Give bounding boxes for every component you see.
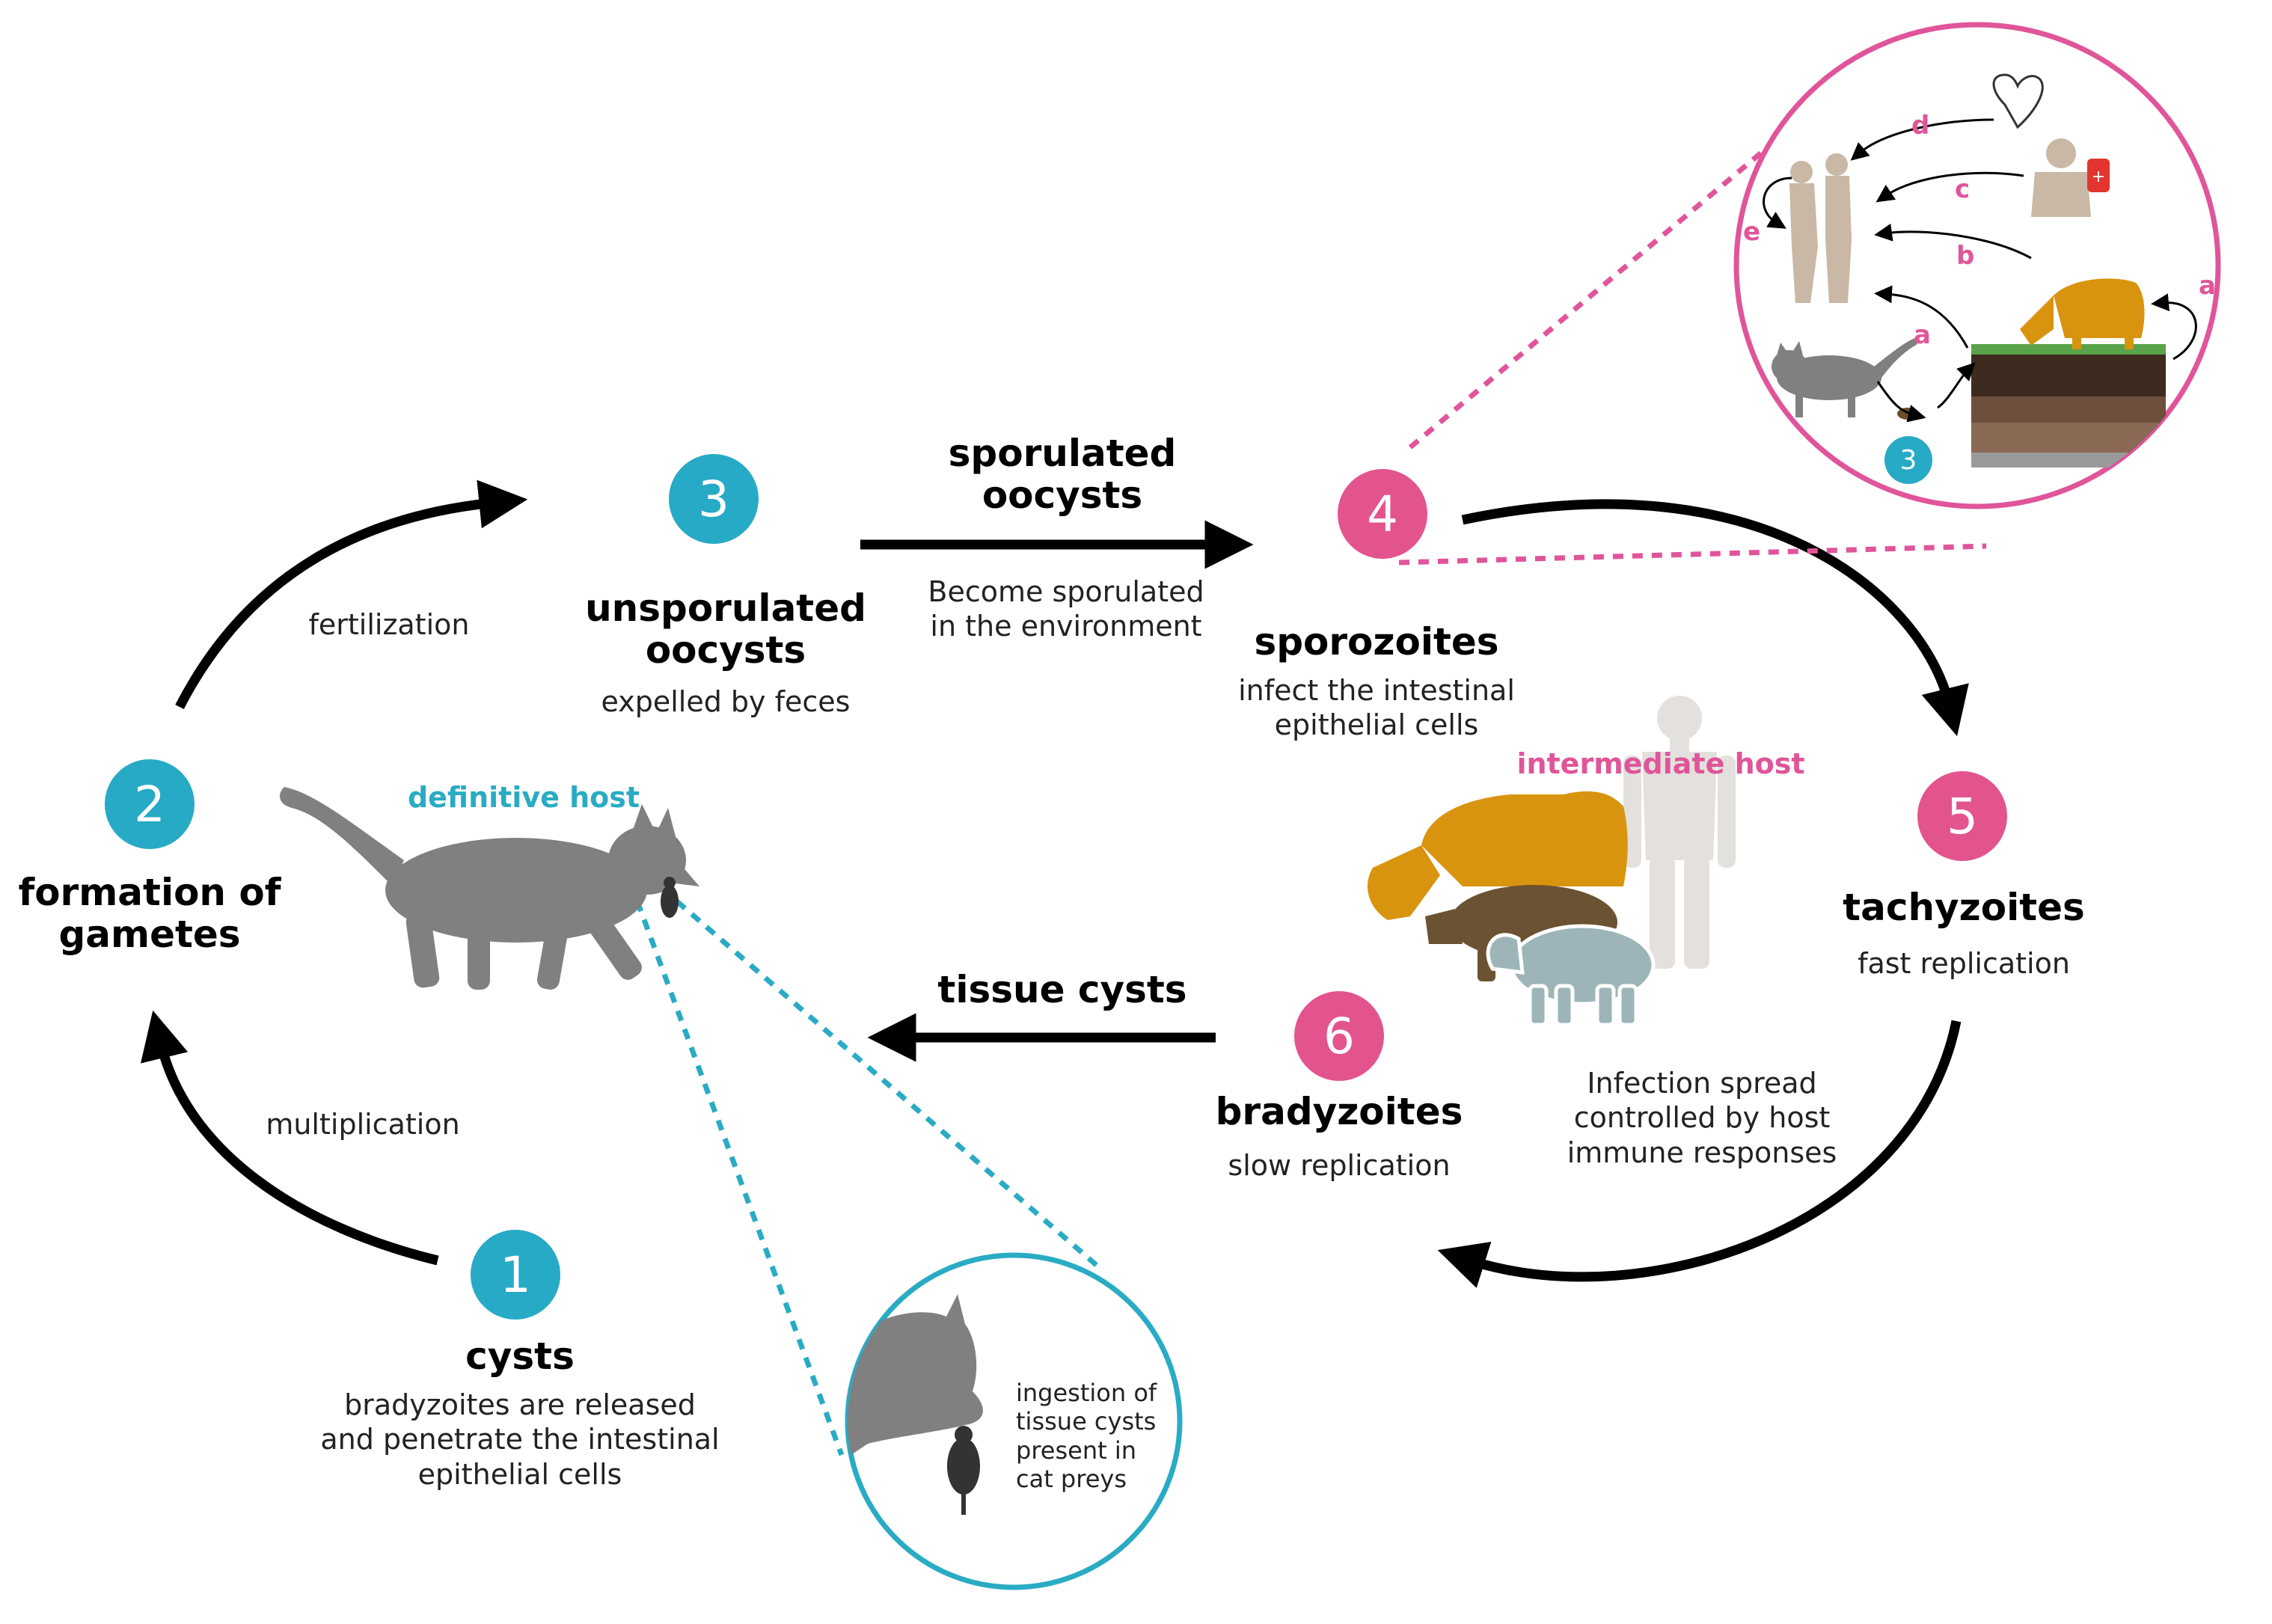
route-letter-a-cat: a [1914, 320, 1931, 350]
stage-4-badge: 4 [1338, 469, 1427, 559]
inset-cat-icon [1772, 338, 1917, 417]
inset-cow-icon [2020, 278, 2145, 349]
transfusion-person-icon: + [2031, 138, 2110, 217]
stage-6-badge: 6 [1294, 991, 1384, 1081]
intermediate-host-label: intermediate host [1516, 747, 1805, 780]
route-letter-d: d [1911, 111, 1930, 141]
grass [1971, 344, 2166, 355]
stage-2-badge: 2 [105, 759, 195, 849]
fertilization-label: fertilization [308, 608, 470, 641]
stage-1-title: cysts [465, 1335, 575, 1378]
prey-mouse-icon [661, 877, 679, 918]
route-letter-c: c [1955, 174, 1971, 204]
tissue-cysts-label: tissue cysts [937, 968, 1187, 1011]
stage-3-description: expelled by feces [601, 685, 851, 718]
stage-3-badge: 3 [669, 454, 759, 544]
sporulated-oocysts-label: sporulated oocysts [948, 432, 1177, 517]
stage-5-badge: 5 [1917, 771, 2007, 861]
route-letter-e: e [1743, 217, 1761, 247]
inset-humans-icon [1789, 153, 1852, 303]
stage-4-title: sporozoites [1254, 620, 1499, 664]
stage-2-title: formation of gametes [18, 871, 281, 956]
inset-mouse-icon [947, 1426, 980, 1515]
stage-6-title: bradyzoites [1215, 1090, 1463, 1133]
sporulated-description: Become sporulated in the environment [928, 575, 1204, 643]
blue-dotted-connectors [634, 899, 1102, 1456]
stage-6-description: slow replication [1228, 1149, 1451, 1182]
stage-4-description: infect the intestinal epithelial cells [1238, 674, 1515, 742]
arrow-fertilization [175, 479, 528, 709]
human-figure [1623, 696, 1736, 969]
inset-cat-head-icon [848, 1294, 983, 1459]
route-letter-a-cow: a [2199, 271, 2216, 301]
arrow-tachyzoites-to-bradyzoites [1437, 1020, 1962, 1288]
ingestion-inset [845, 1252, 1183, 1590]
pink-dotted-connectors [1398, 125, 1987, 566]
arrow-multiplication [141, 1010, 439, 1266]
heart-icon [1992, 73, 2044, 129]
inset-stage-3-badge: 3 [1884, 436, 1932, 484]
cow-silhouette [1367, 791, 1628, 920]
sheep-silhouette [1486, 924, 1656, 1027]
stage-3-title: unsporulated oocysts [585, 586, 866, 672]
definitive-host-label: definitive host [407, 781, 640, 814]
svg-text:+: + [2092, 168, 2105, 186]
stage-5-title: tachyzoites [1843, 886, 2085, 929]
route-letter-b: b [1956, 241, 1975, 271]
multiplication-label: multiplication [266, 1108, 460, 1141]
cat-silhouette [280, 787, 699, 990]
transmission-inset: + [1733, 22, 2221, 509]
stage-1-badge: 1 [471, 1230, 560, 1320]
stage-5-description: fast replication [1858, 947, 2070, 980]
inset-arrows [1763, 118, 2197, 423]
stage-1-description: bradyzoites are released and penetrate t… [320, 1388, 720, 1491]
ingestion-label: ingestion of tissue cysts present in cat… [1016, 1379, 1157, 1494]
infection-spread-label: Infection spread controlled by host immu… [1567, 1067, 1837, 1169]
